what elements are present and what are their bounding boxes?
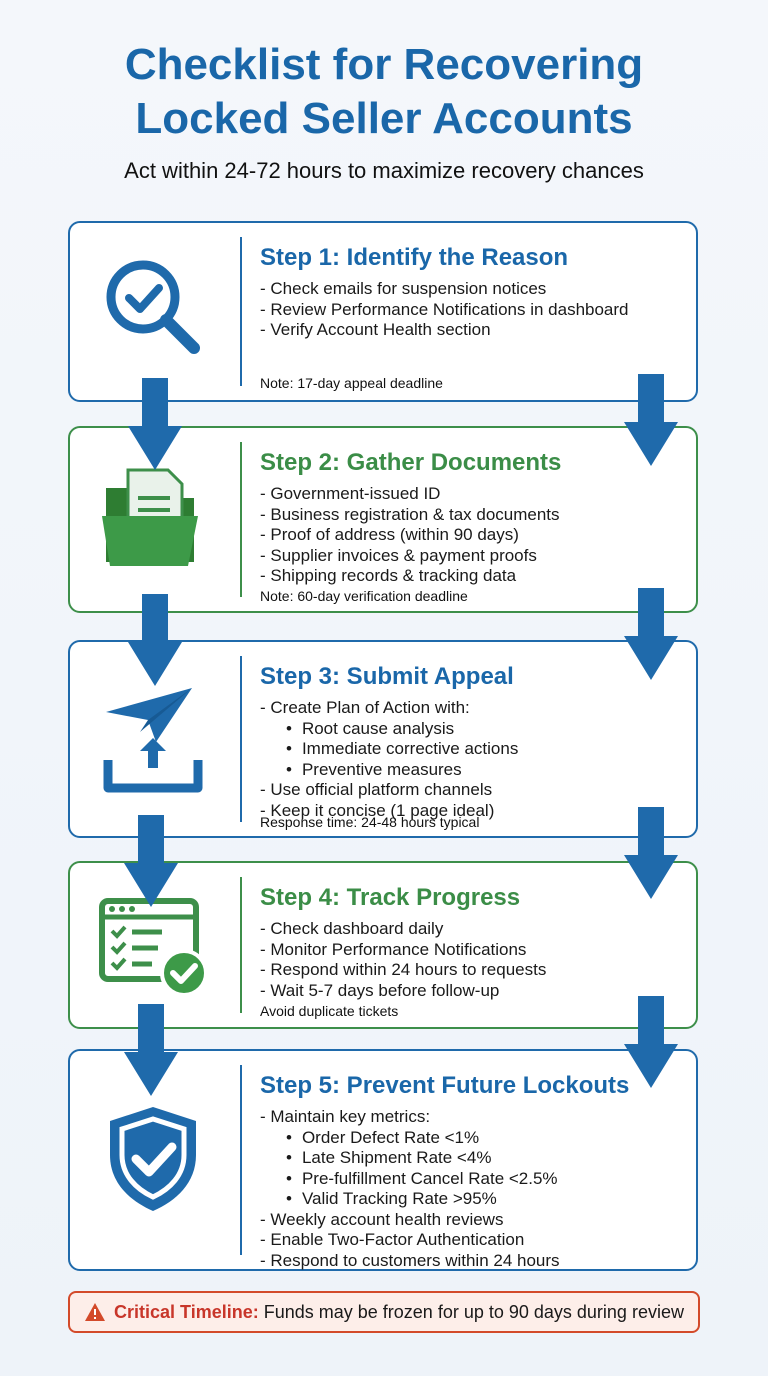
step-divider (240, 656, 242, 822)
sub-list-item: Pre-fulfillment Cancel Rate <2.5% (260, 1169, 686, 1190)
step-1-card: Step 1: Identify the Reason - Check emai… (68, 221, 698, 402)
step-5-title: Step 5: Prevent Future Lockouts (260, 1072, 630, 1099)
step-2-card: Step 2: Gather Documents - Government-is… (68, 426, 698, 613)
step-4-list: - Check dashboard daily - Monitor Perfor… (260, 919, 686, 1001)
alert-text: Funds may be frozen for up to 90 days du… (263, 1301, 684, 1322)
step-divider (240, 877, 242, 1013)
list-item: - Check emails for suspension notices (260, 279, 547, 298)
step-2-list: - Government-issued ID - Business regist… (260, 484, 686, 587)
list-item: - Monitor Performance Notifications (260, 939, 527, 959)
step-5-card: Step 5: Prevent Future Lockouts - Mainta… (68, 1049, 698, 1271)
list-item: - Respond to customers within 24 hours (260, 1250, 560, 1270)
step-1-note: Note: 17-day appeal deadline (260, 375, 443, 391)
sub-list-item: Valid Tracking Rate >95% (260, 1189, 686, 1210)
arrow-down-icon (624, 374, 678, 466)
sub-list-item: Root cause analysis (260, 719, 686, 740)
list-item: - Verify Account Health section (260, 320, 491, 339)
paper-plane-upload-icon (103, 688, 203, 793)
step-3-title: Step 3: Submit Appeal (260, 663, 514, 690)
step-divider (240, 237, 242, 386)
list-item: - Create Plan of Action with: (260, 698, 470, 717)
folder-documents-icon (102, 468, 198, 566)
list-item: - Government-issued ID (260, 484, 441, 503)
arrow-down-icon (624, 807, 678, 899)
list-item: - Use official platform channels (260, 780, 493, 799)
step-3-note: Response time: 24-48 hours typical (260, 814, 480, 830)
list-item: - Check dashboard daily (260, 919, 444, 938)
step-divider (240, 442, 242, 597)
step-5-list: - Maintain key metrics: Order Defect Rat… (260, 1107, 686, 1271)
step-divider (240, 1065, 242, 1255)
step-2-note: Note: 60-day verification deadline (260, 588, 468, 604)
page-subtitle: Act within 24-72 hours to maximize recov… (124, 158, 644, 183)
step-4-title: Step 4: Track Progress (260, 884, 521, 911)
list-item: - Business registration & tax documents (260, 504, 560, 524)
title-line-2: Locked Seller Accounts (135, 94, 633, 143)
critical-timeline-alert: Critical Timeline: Funds may be frozen f… (68, 1291, 700, 1333)
arrow-down-icon (128, 594, 182, 686)
arrow-down-icon (128, 378, 182, 470)
alert-label: Critical Timeline: (114, 1301, 259, 1322)
sub-list-item: Order Defect Rate <1% (260, 1128, 686, 1149)
sub-list-item: Immediate corrective actions (260, 739, 686, 760)
list-item: - Review Performance Notifications in da… (260, 299, 629, 319)
magnifier-check-icon (106, 260, 200, 354)
title-line-1: Checklist for Recovering (124, 40, 644, 89)
list-item: - Wait 5-7 days before follow-up (260, 980, 500, 1000)
list-item: - Keep it concise (1 page ideal) (260, 800, 495, 820)
step-1-list: - Check emails for suspension notices - … (260, 279, 686, 341)
step-3-card: Step 3: Submit Appeal - Create Plan of A… (68, 640, 698, 838)
arrow-down-icon (124, 815, 178, 907)
list-item: - Proof of address (within 90 days) (260, 525, 519, 544)
shield-check-icon (110, 1107, 196, 1211)
arrow-down-icon (624, 588, 678, 680)
warning-triangle-icon (85, 1303, 106, 1321)
sub-list-item: Preventive measures (260, 760, 686, 781)
page-title: Checklist for Recovering Locked Seller A… (0, 38, 768, 146)
list-item: - Weekly account health reviews (260, 1209, 504, 1229)
arrow-down-icon (124, 1004, 178, 1096)
step-4-note: Avoid duplicate tickets (260, 1003, 399, 1019)
step-4-card: Step 4: Track Progress - Check dashboard… (68, 861, 698, 1029)
list-item: - Maintain key metrics: (260, 1107, 431, 1126)
sub-list-item: Late Shipment Rate <4% (260, 1148, 686, 1169)
step-2-title: Step 2: Gather Documents (260, 449, 562, 476)
list-item: - Respond within 24 hours to requests (260, 960, 547, 979)
step-3-list: - Create Plan of Action with: Root cause… (260, 698, 686, 821)
arrow-down-icon (624, 996, 678, 1088)
list-item: - Supplier invoices & payment proofs (260, 545, 537, 565)
browser-checklist-icon (99, 898, 208, 997)
list-item: - Shipping records & tracking data (260, 566, 517, 585)
list-item: - Enable Two-Factor Authentication (260, 1230, 525, 1249)
step-1-title: Step 1: Identify the Reason (260, 244, 569, 271)
